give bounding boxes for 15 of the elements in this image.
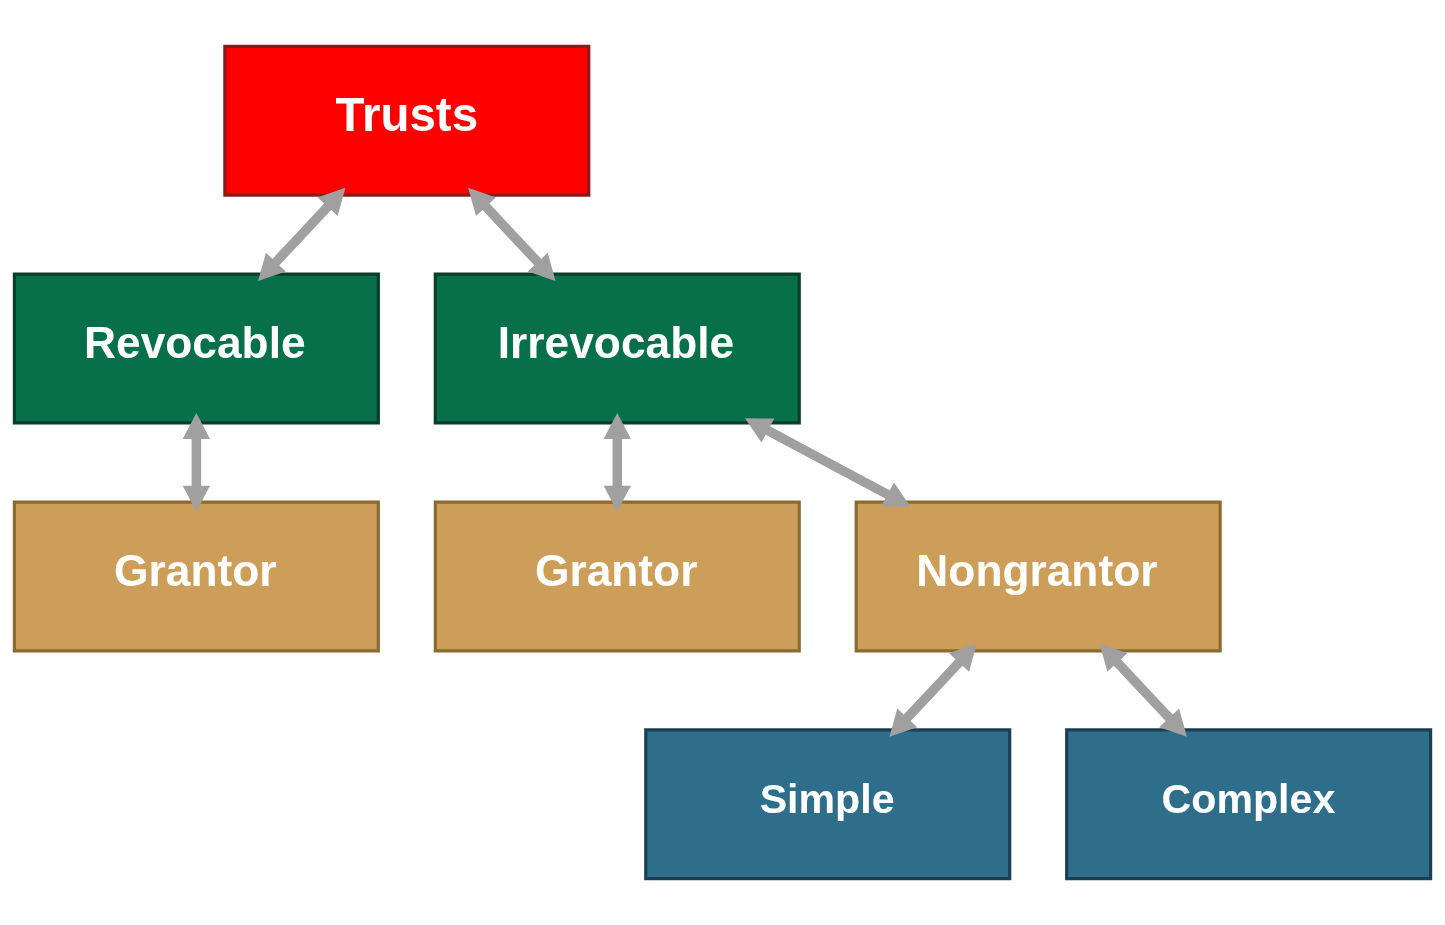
node-box: Grantor (433, 500, 801, 653)
node-box: Complex (1065, 728, 1433, 881)
arrow (603, 412, 631, 512)
arrow (182, 412, 211, 512)
node-box: Grantor (12, 500, 380, 653)
node-box: Simple (644, 728, 1012, 881)
node-box: Trusts (223, 44, 591, 197)
arrow (468, 187, 556, 282)
node-box: Irrevocable (433, 272, 801, 425)
arrow (744, 418, 911, 507)
node-box: Revocable (12, 272, 380, 425)
arrow (889, 643, 977, 737)
arrow (258, 187, 346, 282)
arrow (1099, 643, 1187, 737)
node-box: Nongrantor (854, 500, 1222, 653)
